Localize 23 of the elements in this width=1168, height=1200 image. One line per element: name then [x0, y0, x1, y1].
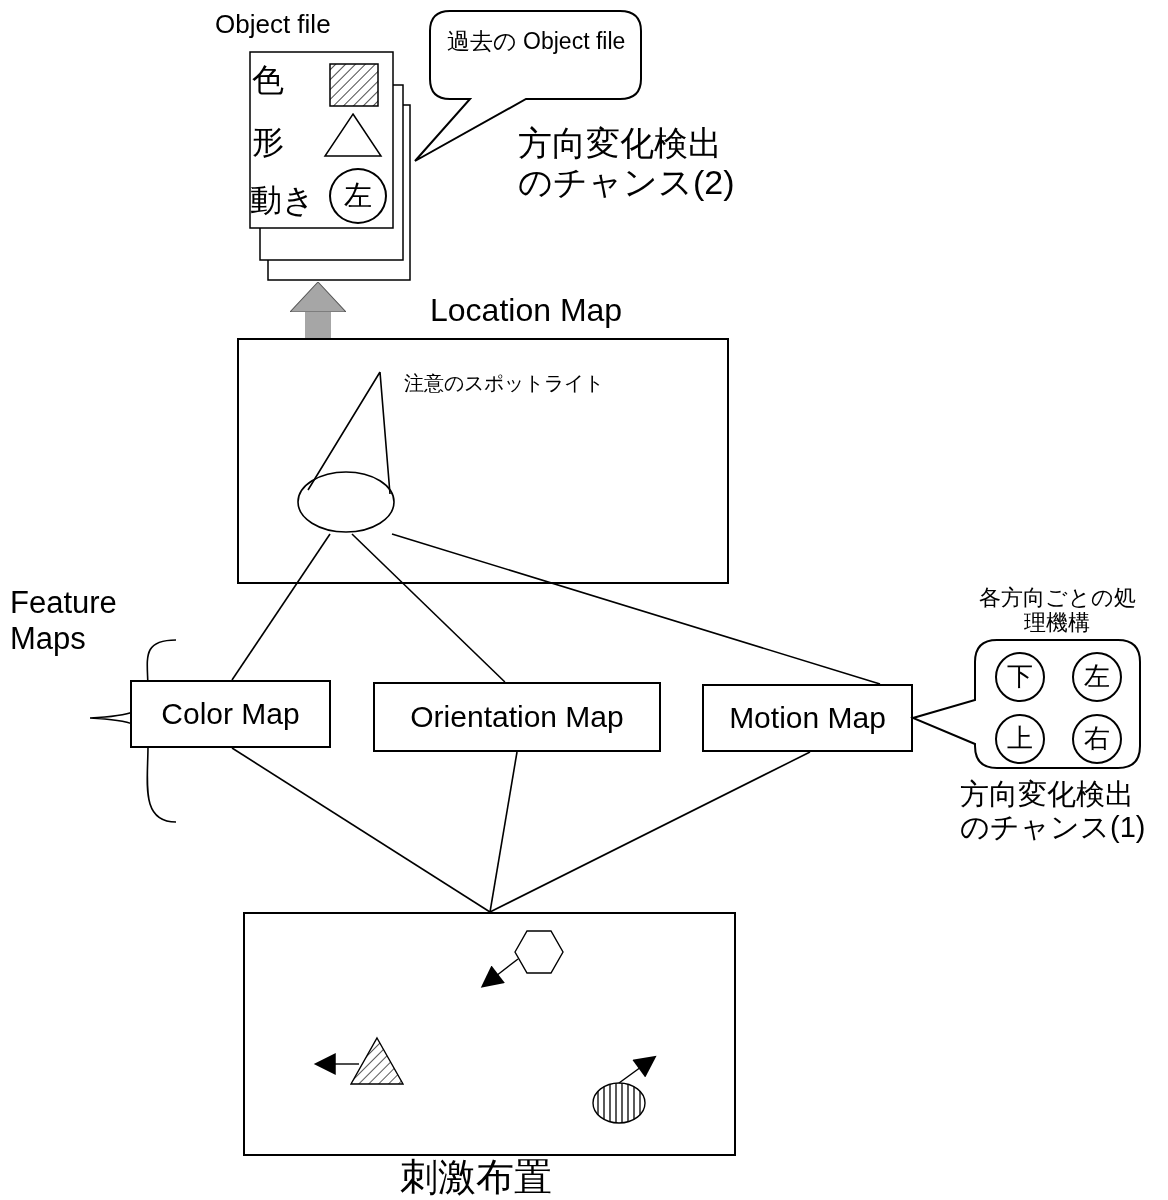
heading: 各方向ごとの処理機構 — [977, 585, 1137, 636]
process-box: Motion Map — [702, 684, 913, 752]
block-arrow — [289, 281, 347, 338]
process-box: Color Map — [130, 680, 331, 748]
heading: 刺激布置 — [400, 1156, 553, 1200]
feature-label: 動き — [250, 182, 316, 219]
node-label: 方向変化検出のチャンス(1) — [960, 778, 1147, 845]
heading: Object file — [215, 10, 332, 40]
connector-line — [231, 533, 331, 681]
connector-line — [351, 533, 506, 683]
heading: Location Map — [430, 292, 624, 329]
node-label: 方向変化検出のチャンス(2) — [518, 124, 736, 203]
feature-label: 色 — [252, 62, 285, 99]
feature-label: 形 — [252, 124, 285, 161]
group-label: Feature Maps — [10, 585, 118, 657]
connector-line — [231, 747, 491, 913]
connector-line — [391, 533, 881, 685]
connector-line — [489, 751, 518, 913]
bubble-text: 過去の Object file — [445, 28, 627, 55]
process-box: Orientation Map — [373, 682, 661, 752]
connector-line — [489, 751, 811, 913]
speech-bubble — [912, 583, 1141, 770]
spotlight-label: 注意のスポットライト — [404, 372, 605, 395]
